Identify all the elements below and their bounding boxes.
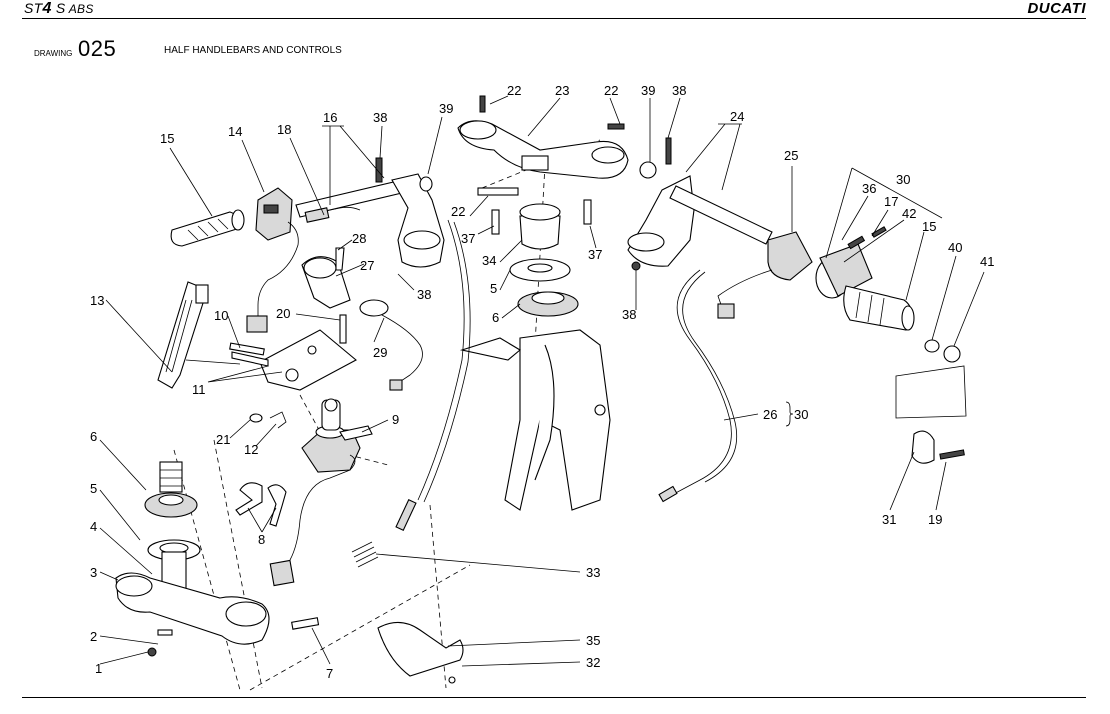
callout-18: 18 — [277, 122, 291, 137]
drawing-number: 025 — [78, 36, 117, 61]
callout-11: 11 — [192, 382, 206, 397]
callout-34: 34 — [482, 253, 496, 268]
callout-7: 7 — [326, 666, 333, 681]
callout-39b: 39 — [641, 83, 655, 98]
callout-35: 35 — [586, 633, 600, 648]
callout-10: 10 — [214, 308, 228, 323]
callout-14: 14 — [228, 124, 242, 139]
callout-37b: 37 — [588, 247, 602, 262]
callout-20: 20 — [276, 306, 290, 321]
choke-control — [301, 247, 351, 309]
callout-5: 5 — [90, 481, 97, 496]
right-handlebar-tube — [669, 185, 773, 245]
callout-22b: 22 — [604, 83, 618, 98]
throttle-cable — [395, 219, 471, 532]
callout-27: 27 — [360, 258, 374, 273]
left-handlebar-clamp — [375, 157, 445, 268]
small-parts-right — [847, 226, 887, 250]
callout-38c: 38 — [417, 287, 431, 302]
callout-22a: 22 — [507, 83, 521, 98]
brand-logo: DUCATI — [1027, 0, 1086, 17]
callout-25: 25 — [784, 148, 798, 163]
callout-6b: 6 — [492, 310, 499, 325]
bar-end-weights — [895, 339, 967, 464]
small-parts-left — [229, 299, 423, 429]
callout-15: 15 — [160, 131, 174, 146]
bracket-26-30 — [785, 401, 794, 427]
callout-33: 33 — [586, 565, 600, 580]
callout-24: 24 — [730, 109, 744, 124]
callout-28: 28 — [352, 231, 366, 246]
leader-lines — [99, 95, 985, 667]
page-header: ST4 S ABS DUCATI — [0, 0, 1110, 20]
callout-31: 31 — [882, 512, 896, 527]
callout-labels: 1 2 3 4 5 6 7 8 9 10 11 12 13 14 15 16 1… — [90, 83, 994, 681]
callout-38a: 38 — [373, 110, 387, 125]
spring-and-cover — [351, 541, 464, 684]
callout-9: 9 — [392, 412, 399, 427]
ignition-switch — [269, 398, 373, 587]
footer-rule — [22, 697, 1086, 698]
callout-42: 42 — [902, 206, 916, 221]
right-switch-unit — [717, 231, 813, 319]
callout-5b: 5 — [490, 281, 497, 296]
callout-39a: 39 — [439, 101, 453, 116]
keys — [235, 482, 287, 527]
frame-section — [459, 329, 611, 511]
callout-32: 32 — [586, 655, 600, 670]
callout-29: 29 — [373, 345, 387, 360]
left-handlebar-tube — [295, 179, 407, 223]
callout-3: 3 — [90, 565, 97, 580]
steering-head-bearings — [509, 203, 579, 317]
callout-38b: 38 — [672, 83, 686, 98]
callout-30a: 30 — [896, 172, 910, 187]
callout-6: 6 — [90, 429, 97, 444]
callout-16: 16 — [323, 110, 337, 125]
header-rule — [22, 18, 1086, 19]
clutch-lever — [157, 281, 209, 389]
callout-19: 19 — [928, 512, 942, 527]
left-switch-unit — [246, 187, 299, 333]
drawing-title: HALF HANDLEBARS AND CONTROLS — [164, 45, 342, 56]
callout-8: 8 — [258, 532, 265, 547]
assembly-lines — [173, 139, 601, 691]
upper-triple-clamp — [457, 95, 629, 235]
callout-1: 1 — [95, 661, 102, 676]
drawing-label: DRAWING — [34, 49, 73, 58]
callout-2: 2 — [90, 629, 97, 644]
callout-15b: 15 — [922, 219, 936, 234]
callout-26: 26 — [763, 407, 777, 422]
callout-30b: 30 — [794, 407, 808, 422]
callout-4: 4 — [90, 519, 97, 534]
callout-12: 12 — [244, 442, 258, 457]
callout-37a: 37 — [461, 231, 475, 246]
throttle-twist-grip — [815, 243, 915, 331]
speedometer-cable — [658, 269, 738, 503]
callout-38d: 38 — [622, 307, 636, 322]
callout-21: 21 — [216, 432, 230, 447]
callout-40: 40 — [948, 240, 962, 255]
model-name: ST4 S ABS — [24, 0, 94, 17]
callout-23: 23 — [555, 83, 569, 98]
left-grip — [170, 209, 245, 247]
callout-17: 17 — [884, 194, 898, 209]
callout-36: 36 — [862, 181, 876, 196]
callout-41: 41 — [980, 254, 994, 269]
left-bracket-plate — [231, 329, 357, 391]
callout-13: 13 — [90, 293, 104, 308]
lower-steering-stem — [115, 461, 320, 657]
callout-22c: 22 — [451, 204, 465, 219]
